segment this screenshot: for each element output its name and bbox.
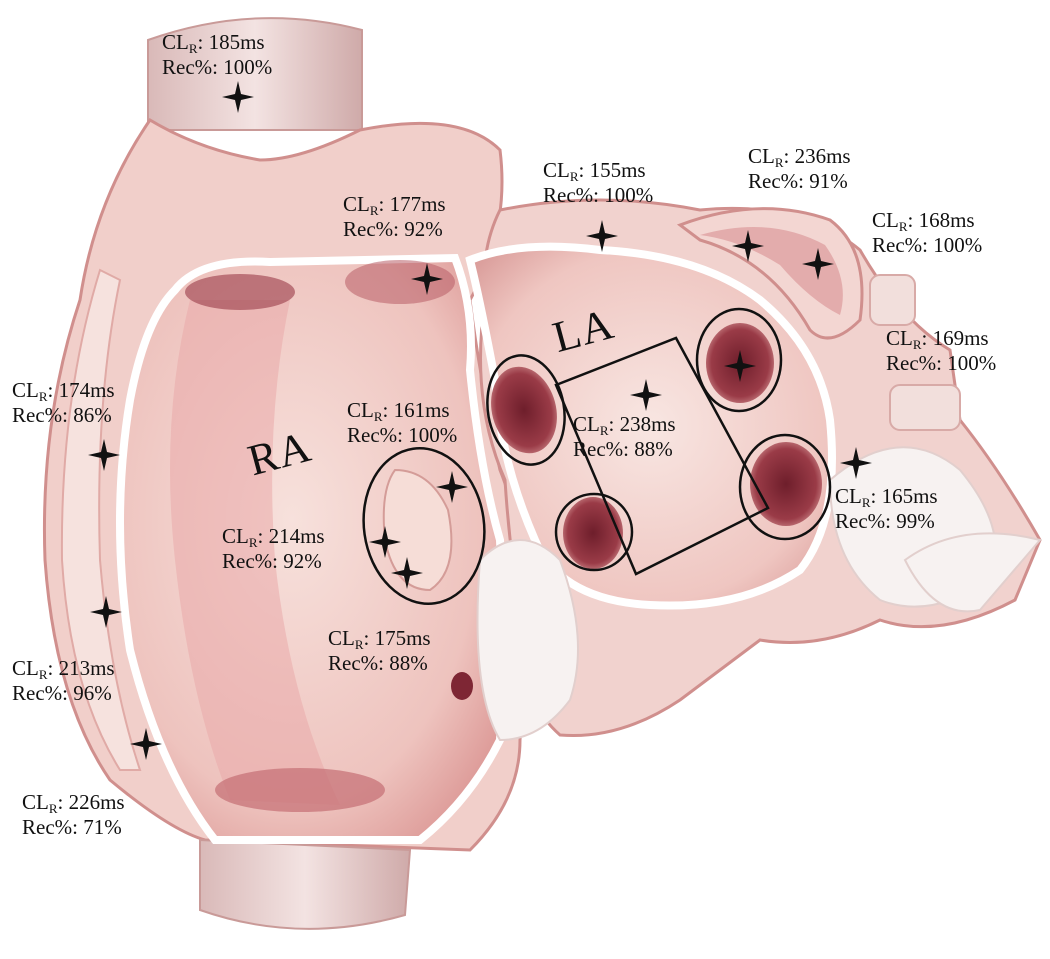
recording-site-star-icon xyxy=(390,556,424,590)
left-atrium-wall xyxy=(465,198,1042,742)
cl-text: CL xyxy=(22,790,49,814)
cl-subscript: R xyxy=(38,389,48,404)
rec-value: Rec%: 100% xyxy=(347,423,458,447)
cl-subscript: R xyxy=(48,801,58,816)
cl-subscript: R xyxy=(912,337,922,352)
cl-text: CL xyxy=(886,326,913,350)
recording-site-star-icon xyxy=(87,438,121,472)
recording-site-star-icon xyxy=(629,378,663,412)
cl-subscript: R xyxy=(373,409,383,424)
recording-site-star-icon xyxy=(723,349,757,383)
cl-value: : 169ms xyxy=(921,326,989,350)
recording-site-star-icon xyxy=(410,262,444,296)
left-superior-pv-circle xyxy=(695,307,783,413)
rec-value: Rec%: 99% xyxy=(835,509,935,533)
cl-value: : 175ms xyxy=(363,626,431,650)
rec-value: Rec%: 71% xyxy=(22,815,122,839)
cl-text: CL xyxy=(343,192,370,216)
superior-vena-cava xyxy=(147,17,363,131)
cl-text: CL xyxy=(835,484,862,508)
cl-text: CL xyxy=(748,144,775,168)
rec-value: Rec%: 96% xyxy=(12,681,112,705)
inferior-vena-cava xyxy=(199,838,412,930)
rec-value: Rec%: 86% xyxy=(12,403,112,427)
cl-subscript: R xyxy=(354,637,364,652)
cl-value: : 165ms xyxy=(870,484,938,508)
cl-text: CL xyxy=(222,524,249,548)
recording-site-star-icon xyxy=(839,446,873,480)
recording-site-star-icon xyxy=(585,219,619,253)
fossa-ovalis-circle xyxy=(362,447,486,605)
cl-subscript: R xyxy=(248,535,258,550)
recording-site-star-icon xyxy=(221,80,255,114)
rec-value: Rec%: 92% xyxy=(343,217,443,241)
cl-text: CL xyxy=(347,398,374,422)
cl-value: : 185ms xyxy=(197,30,265,54)
recording-site-star-icon xyxy=(801,247,835,281)
right-atrium-cavity xyxy=(116,253,507,844)
right-inferior-pv-circle xyxy=(554,492,634,572)
cl-subscript: R xyxy=(38,667,48,682)
rec-value: Rec%: 100% xyxy=(872,233,983,257)
rec-value: Rec%: 88% xyxy=(328,651,428,675)
rec-value: Rec%: 88% xyxy=(573,437,673,461)
cl-value: : 168ms xyxy=(907,208,975,232)
cl-value: : 155ms xyxy=(578,158,646,182)
cl-subscript: R xyxy=(599,423,609,438)
rec-value: Rec%: 91% xyxy=(748,169,848,193)
rec-value: Rec%: 100% xyxy=(543,183,654,207)
recording-site-star-icon xyxy=(435,470,469,504)
cl-subscript: R xyxy=(898,219,908,234)
cl-text: CL xyxy=(872,208,899,232)
cl-subscript: R xyxy=(569,169,579,184)
cl-value: : 174ms xyxy=(47,378,115,402)
cl-text: CL xyxy=(12,656,39,680)
cl-value: : 236ms xyxy=(783,144,851,168)
rec-value: Rec%: 92% xyxy=(222,549,322,573)
cl-subscript: R xyxy=(369,203,379,218)
cl-subscript: R xyxy=(774,155,784,170)
rec-value: Rec%: 100% xyxy=(886,351,997,375)
cl-text: CL xyxy=(543,158,570,182)
cl-text: CL xyxy=(573,412,600,436)
cl-value: : 226ms xyxy=(57,790,125,814)
recording-site-star-icon xyxy=(731,229,765,263)
cl-value: : 238ms xyxy=(608,412,676,436)
left-inferior-pv-circle xyxy=(738,433,832,541)
cl-value: : 214ms xyxy=(257,524,325,548)
cl-text: CL xyxy=(12,378,39,402)
recording-site-star-icon xyxy=(129,727,163,761)
la-posterior-box xyxy=(554,336,770,576)
cl-text: CL xyxy=(162,30,189,54)
rec-value: Rec%: 100% xyxy=(162,55,273,79)
recording-site-star-icon xyxy=(89,595,123,629)
cl-text: CL xyxy=(328,626,355,650)
recording-site-star-icon xyxy=(368,525,402,559)
cl-subscript: R xyxy=(188,41,198,56)
cl-value: : 213ms xyxy=(47,656,115,680)
annotation-outlines xyxy=(362,307,832,605)
cl-value: : 177ms xyxy=(378,192,446,216)
cl-subscript: R xyxy=(861,495,871,510)
cl-value: : 161ms xyxy=(382,398,450,422)
